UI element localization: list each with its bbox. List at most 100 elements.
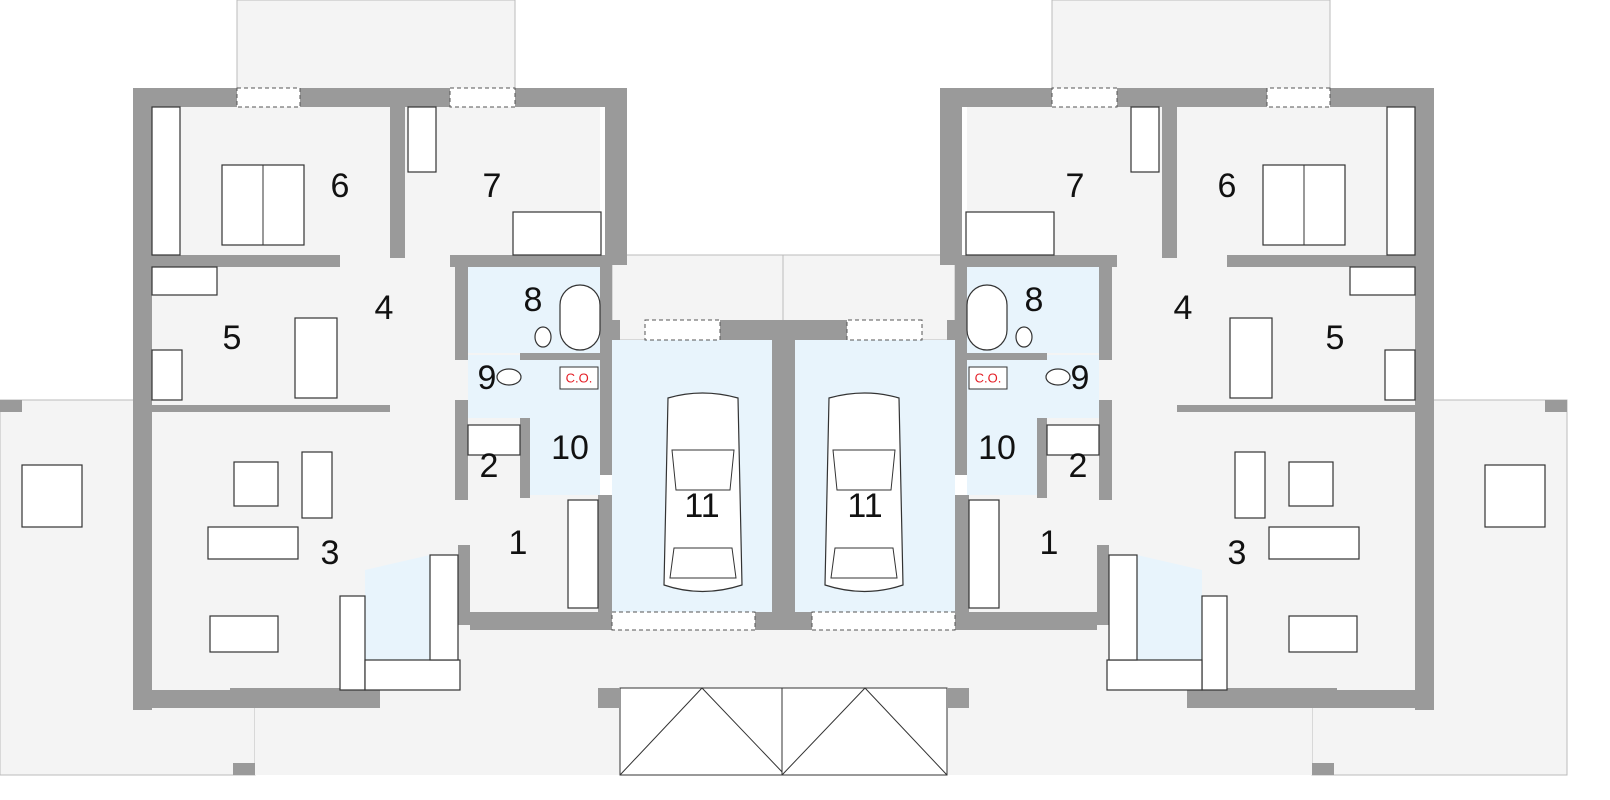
wall xyxy=(455,400,468,500)
room-number-bedroom-7: 7 xyxy=(1066,167,1085,205)
wall xyxy=(1312,763,1334,775)
wall xyxy=(520,353,600,360)
wardrobe xyxy=(151,266,218,296)
wardrobe xyxy=(407,106,437,173)
room-number-bedroom-5: 5 xyxy=(223,319,242,357)
canopy-lines xyxy=(781,687,948,776)
window xyxy=(846,319,923,341)
wall xyxy=(605,88,627,265)
armchair xyxy=(1234,451,1266,519)
window xyxy=(1051,87,1118,108)
pillar xyxy=(598,688,620,708)
wall xyxy=(133,690,230,708)
wall xyxy=(600,265,612,475)
wall xyxy=(520,418,530,498)
wall xyxy=(940,88,1052,107)
kitchen-counter xyxy=(1106,659,1203,691)
room-number-wardrobe: 2 xyxy=(1069,447,1088,485)
room-number-corridor: 4 xyxy=(1174,289,1193,327)
terrace-top xyxy=(1051,0,1331,91)
car-windshield xyxy=(832,449,896,491)
kitchen-floor xyxy=(1107,555,1202,690)
window xyxy=(449,87,516,108)
wall xyxy=(515,88,627,107)
toilet xyxy=(1015,326,1033,348)
desk xyxy=(151,349,183,401)
room-number-bedroom-6: 6 xyxy=(331,167,350,205)
closet xyxy=(968,499,1000,609)
terrace-table xyxy=(1484,464,1546,528)
wall xyxy=(1099,265,1112,360)
desk xyxy=(1384,349,1416,401)
wall xyxy=(1177,405,1415,412)
bathtub xyxy=(559,284,601,351)
wall xyxy=(152,255,340,267)
unit-left xyxy=(0,0,795,776)
window xyxy=(644,319,721,341)
wall xyxy=(947,320,967,340)
co-box xyxy=(968,366,1008,390)
sofa xyxy=(1268,526,1360,560)
window xyxy=(236,87,301,108)
pillar xyxy=(947,688,969,708)
bed xyxy=(1229,317,1273,399)
toilet xyxy=(1045,368,1071,386)
car xyxy=(663,392,743,593)
wall xyxy=(1037,418,1047,498)
wall xyxy=(1187,688,1337,708)
room-number-bedroom-6: 6 xyxy=(1218,167,1237,205)
unit-right xyxy=(772,0,1568,776)
wall xyxy=(450,255,605,267)
wall xyxy=(233,763,255,775)
wall xyxy=(967,353,1047,360)
kitchen-counter xyxy=(339,595,366,691)
wardrobe xyxy=(1349,266,1416,296)
wall xyxy=(562,612,612,630)
room-number-bedroom-7: 7 xyxy=(483,167,502,205)
wall xyxy=(772,320,795,630)
window xyxy=(611,611,756,631)
wardrobe xyxy=(151,106,181,256)
room-number-bathroom: 8 xyxy=(524,281,543,319)
wall xyxy=(390,88,405,258)
wall xyxy=(940,88,962,265)
wall xyxy=(1162,88,1177,258)
wall xyxy=(997,612,1097,630)
wall xyxy=(1545,400,1567,412)
wall xyxy=(300,88,450,107)
wall xyxy=(1329,88,1434,107)
terrace-table xyxy=(21,464,83,528)
window xyxy=(811,611,956,631)
room-number-living: 3 xyxy=(321,534,340,572)
wc-floor xyxy=(468,355,527,418)
wardrobe xyxy=(1130,106,1160,173)
garage-door-canopy xyxy=(781,687,948,776)
terrace-top xyxy=(236,0,516,91)
single-bed xyxy=(512,211,602,256)
wall xyxy=(0,400,22,412)
kitchen-counter xyxy=(1108,554,1138,661)
sofa xyxy=(207,526,299,560)
closet xyxy=(1046,424,1100,456)
single-bed xyxy=(965,211,1055,256)
window xyxy=(1266,87,1331,108)
room-number-entrance: 1 xyxy=(1040,524,1059,562)
wall xyxy=(230,688,380,708)
wall xyxy=(133,88,238,107)
wall xyxy=(955,265,967,475)
room-number-entrance: 1 xyxy=(509,524,528,562)
room-number-boiler-room: 10 xyxy=(551,429,589,467)
wardrobe xyxy=(1386,106,1416,256)
wall xyxy=(772,612,812,630)
co-label: C.O. xyxy=(975,370,1002,385)
wall xyxy=(1099,400,1112,500)
car xyxy=(824,392,904,593)
wall xyxy=(458,545,470,625)
room-number-garage: 11 xyxy=(847,487,882,525)
wall xyxy=(470,612,570,630)
wall xyxy=(962,255,1117,267)
toilet xyxy=(496,368,522,386)
kitchen-counter xyxy=(1201,595,1228,691)
